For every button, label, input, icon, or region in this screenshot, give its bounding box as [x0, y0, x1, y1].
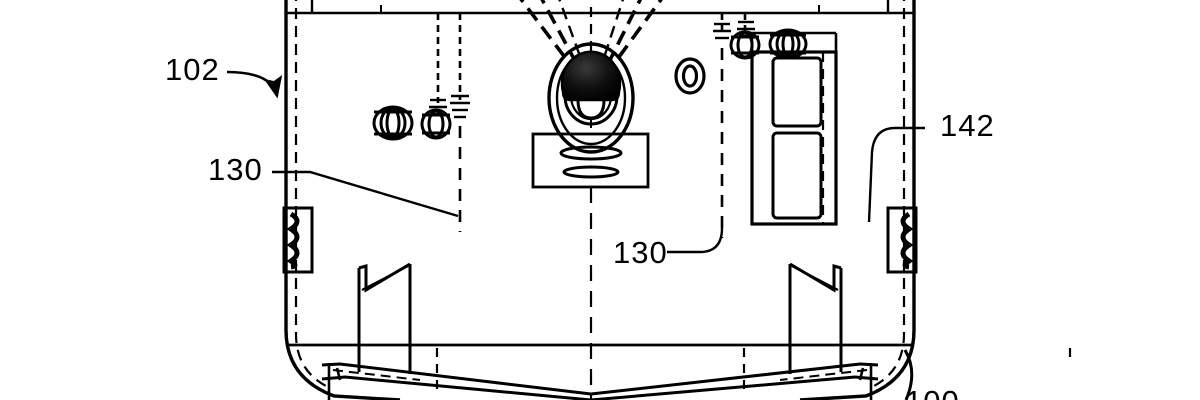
left-cable-fitting-pair [372, 13, 470, 232]
right-wall-bracket [886, 206, 918, 274]
right-pulley-ring [674, 57, 706, 95]
equip-disc-upper [559, 145, 623, 161]
center-hoist-assembly [547, 0, 635, 154]
ref-label-130-left: 130 [208, 152, 263, 187]
ref-label-142: 142 [940, 108, 995, 143]
left-wall-bracket [282, 206, 314, 274]
cabin-outer-shell [284, 0, 916, 400]
left-fin [357, 262, 412, 374]
leader-102 [226, 70, 283, 99]
upper-frame-verticals [310, 0, 890, 13]
center-hoist-ball [560, 50, 622, 102]
partial-label-bottom-right: 100 [905, 384, 960, 400]
leader-142 [867, 126, 925, 223]
leader-130-center [667, 227, 724, 254]
right-stowage-panel [750, 31, 838, 226]
partial-numeral-text: 100 [905, 384, 960, 400]
right-coil-a [729, 30, 761, 60]
leader-130-left [272, 170, 459, 218]
equip-disc-lower [562, 165, 620, 179]
floor-station-ticks [435, 348, 1072, 392]
left-coil-b [420, 108, 452, 140]
left-coil-a [372, 105, 414, 141]
hoist-shroud-outer [547, 42, 635, 154]
cabin-inner-liner [294, 0, 906, 389]
stowage-bin-lower [771, 131, 823, 220]
right-fin [788, 262, 843, 374]
ref-label-130-center: 130 [613, 235, 668, 270]
suspension-cable-array-inner [558, 0, 625, 71]
ref-label-102: 102 [165, 52, 220, 87]
stowage-bin-upper [771, 56, 823, 128]
lower-hull-bay [321, 349, 914, 400]
